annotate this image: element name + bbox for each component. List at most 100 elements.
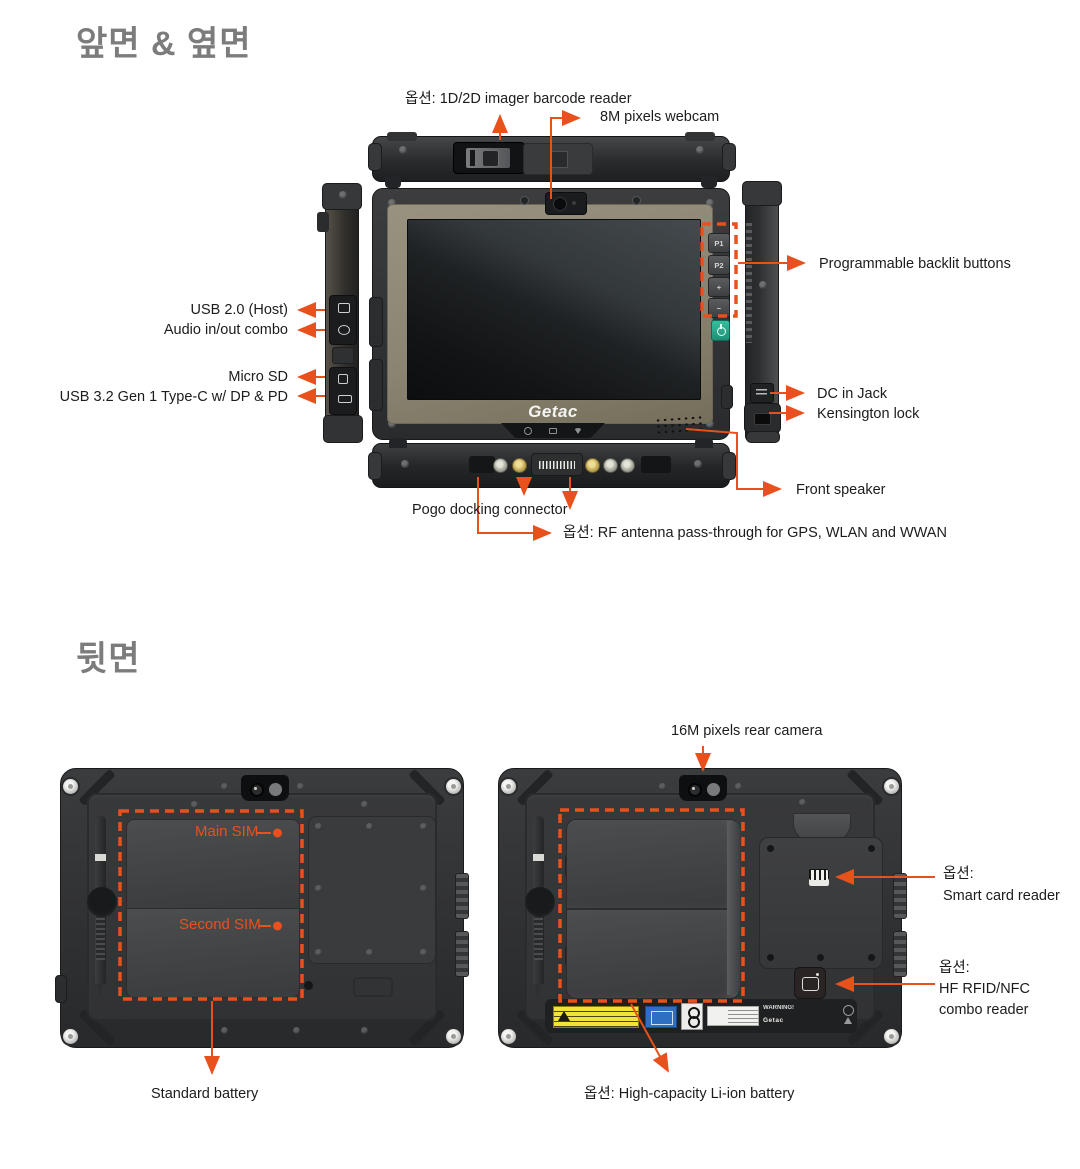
device-top-edge-view: [368, 132, 736, 188]
label-dc-jack: DC in Jack: [817, 386, 888, 402]
label-kensington: Kensington lock: [817, 406, 920, 422]
screw: [706, 199, 714, 207]
barcode-lens: [482, 150, 499, 167]
mic-right: [632, 196, 641, 205]
corner-screw: [884, 1029, 899, 1044]
barcode-reader-window: [453, 142, 525, 174]
screw: [388, 199, 396, 207]
intel-sticker: [645, 1006, 677, 1028]
label-rear-camera: 16M pixels rear camera: [671, 723, 823, 739]
label-nfc-line2: HF RFID/NFC: [939, 981, 1031, 997]
label-barcode-reader: 옵션: 1D/2D imager barcode reader: [405, 91, 632, 107]
antenna-port: [585, 458, 600, 473]
corner-screw: [501, 1029, 516, 1044]
device-rear-view-high-capacity: WARNING! Getac: [498, 768, 907, 1048]
storage-indicator-icon: [549, 427, 557, 434]
nfc-rfid-icon: [794, 967, 826, 999]
label-usbc: USB 3.2 Gen 1 Type-C w/ DP & PD: [59, 389, 288, 405]
laser-warning-sticker: [553, 1006, 639, 1028]
mic-left: [520, 196, 529, 205]
wireless-indicator-icon: [574, 427, 582, 434]
display-screen: [407, 219, 701, 400]
power-indicator-icon: [524, 426, 532, 435]
pogo-docking-connector: [531, 453, 583, 476]
corner-screw: [501, 779, 516, 794]
antenna-port: [603, 458, 618, 473]
corner-screw: [446, 779, 461, 794]
cert-circle-icon: [843, 1005, 854, 1016]
button-p1: P1: [708, 233, 730, 253]
antenna-port: [493, 458, 508, 473]
usb-icon: [338, 303, 350, 313]
label-rf-antenna: 옵션: RF antenna pass-through for GPS, WLA…: [563, 525, 947, 541]
label-backlit-buttons: Programmable backlit buttons: [819, 256, 1011, 272]
button-volume-down: −: [708, 298, 730, 318]
label-usb2: USB 2.0 (Host): [190, 302, 289, 318]
port-door-sd-usbc: [329, 367, 357, 415]
screw: [706, 420, 714, 428]
corner-screw: [63, 1029, 78, 1044]
label-nfc-line3: combo reader: [939, 1002, 1029, 1018]
label-high-capacity-battery: 옵션: High-capacity Li-ion battery: [584, 1086, 795, 1102]
high-capacity-battery-top: [566, 819, 740, 909]
port-door-usb-audio: [329, 295, 357, 345]
antenna-port: [620, 458, 635, 473]
label-second-sim: Second SIM: [179, 916, 261, 933]
label-audio: Audio in/out combo: [163, 322, 288, 338]
label-smart-card-line2: Smart card reader: [943, 888, 1060, 904]
label-webcam: 8M pixels webcam: [600, 109, 720, 125]
corner-screw: [63, 779, 78, 794]
front-speaker-grille: [654, 414, 704, 436]
smart-card-icon: [809, 869, 829, 886]
label-main-sim: Main SIM: [195, 823, 259, 840]
label-smart-card-line1: 옵션:: [943, 866, 974, 882]
screw: [339, 191, 347, 199]
logo-sticker: [681, 1003, 703, 1030]
rear-camera-module: [679, 775, 727, 801]
section-title-rear: 뒷면: [76, 640, 141, 678]
label-microsd: Micro SD: [228, 369, 288, 385]
corner-screw: [446, 1029, 461, 1044]
screw: [388, 420, 396, 428]
screw: [696, 146, 704, 154]
label-standard-battery: Standard battery: [151, 1086, 259, 1102]
device-bottom-edge-view: [368, 438, 736, 488]
warning-text: WARNING!: [763, 1005, 794, 1011]
label-front-speaker: Front speaker: [796, 482, 886, 498]
screw: [401, 460, 409, 468]
webcam-lens: [553, 197, 567, 211]
regulatory-sticker-strip: WARNING! Getac: [545, 999, 857, 1033]
button-p2: P2: [708, 255, 730, 275]
power-button: [711, 320, 730, 341]
screw: [759, 281, 767, 289]
audio-icon: [338, 325, 350, 335]
device-front-view: Getac P1 P2 + −: [369, 188, 733, 440]
high-capacity-battery-bottom: [566, 909, 740, 999]
label-pogo: Pogo docking connector: [412, 502, 568, 518]
webcam-module: [545, 192, 587, 215]
microsd-icon: [338, 374, 348, 384]
top-center-module: [523, 143, 593, 175]
antenna-port: [512, 458, 527, 473]
getac-sticker-text: Getac: [763, 1017, 784, 1024]
service-door: [308, 816, 436, 964]
kensington-lock-slot: [744, 403, 781, 433]
label-nfc: 옵션: HF RFID/NFC combo reader: [939, 958, 1030, 1021]
button-volume-up: +: [708, 277, 730, 297]
corner-screw: [884, 779, 899, 794]
screw: [399, 146, 407, 154]
device-left-side-view: [317, 183, 363, 443]
screw: [694, 460, 702, 468]
ukca-sticker: [707, 1006, 759, 1026]
label-smart-card: 옵션: Smart card reader: [943, 863, 1060, 907]
status-indicator-bar: [501, 423, 605, 438]
label-nfc-line1: 옵션:: [939, 960, 970, 976]
section-title-front-side: 앞면 & 옆면: [76, 25, 252, 63]
cert-triangle-icon: [843, 1016, 853, 1025]
device-right-side-view: [742, 181, 782, 443]
usbc-icon: [338, 395, 352, 403]
dc-in-jack: [750, 383, 774, 403]
device-rear-view-standard: [55, 768, 469, 1048]
rear-camera-module: [241, 775, 289, 801]
